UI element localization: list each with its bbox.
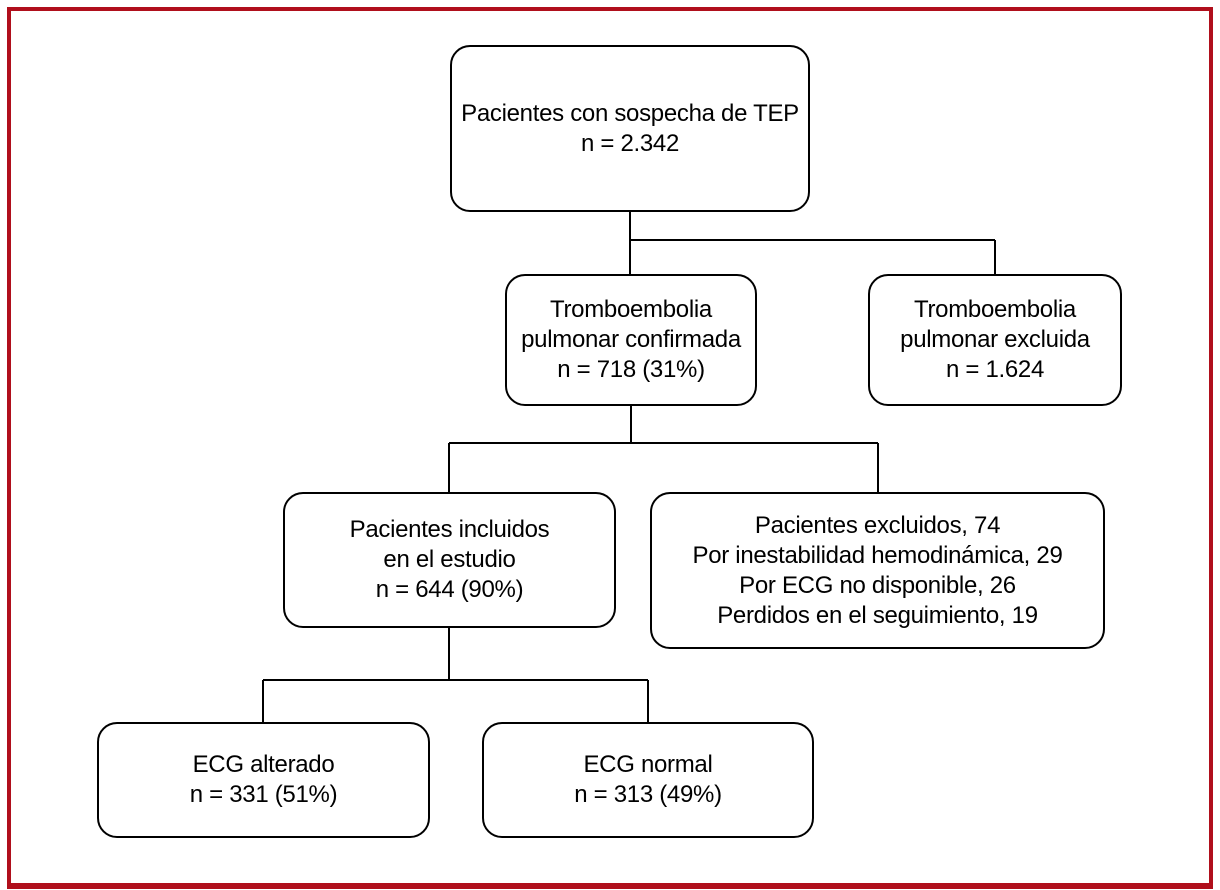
node-line: n = 2.342 — [580, 129, 680, 157]
flow-node-included-patients: Pacientes incluidos en el estudio n = 64… — [283, 492, 616, 628]
node-line: pulmonar excluida — [900, 326, 1090, 353]
node-line: n = 1.624 — [945, 356, 1045, 383]
node-line: Por ECG no disponible, 26 — [739, 571, 1016, 599]
node-line: Pacientes incluidos — [349, 516, 550, 543]
flow-node-pe-confirmed: Tromboembolia pulmonar confirmada n = 71… — [505, 274, 757, 406]
node-line: en el estudio — [383, 546, 516, 573]
node-line: Pacientes excluidos, 74 — [754, 511, 1001, 539]
flow-node-suspected-tep: Pacientes con sospecha de TEP n = 2.342 — [450, 45, 810, 212]
node-line: Tromboembolia — [914, 296, 1076, 323]
node-line: n = 331 (51%) — [189, 781, 338, 808]
node-line: Perdidos en el seguimiento, 19 — [717, 601, 1038, 629]
node-line: n = 644 (90%) — [375, 576, 524, 603]
node-line: ECG normal — [583, 751, 713, 778]
flow-node-excluded-patients: Pacientes excluidos, 74 Por inestabilida… — [650, 492, 1105, 649]
node-line: Pacientes con sospecha de TEP — [461, 99, 799, 127]
flow-node-ecg-normal: ECG normal n = 313 (49%) — [482, 722, 814, 838]
node-line: Tromboembolia — [550, 296, 712, 323]
node-line: n = 313 (49%) — [574, 781, 722, 808]
node-line: ECG alterado — [192, 751, 335, 778]
node-line: Por inestabilidad hemodinámica, 29 — [692, 541, 1063, 569]
node-line: pulmonar confirmada — [521, 326, 741, 353]
node-line: n = 718 (31%) — [557, 356, 705, 383]
connector-lines — [262, 212, 996, 722]
flow-node-ecg-altered: ECG alterado n = 331 (51%) — [97, 722, 430, 838]
flow-node-pe-excluded: Tromboembolia pulmonar excluida n = 1.62… — [868, 274, 1122, 406]
